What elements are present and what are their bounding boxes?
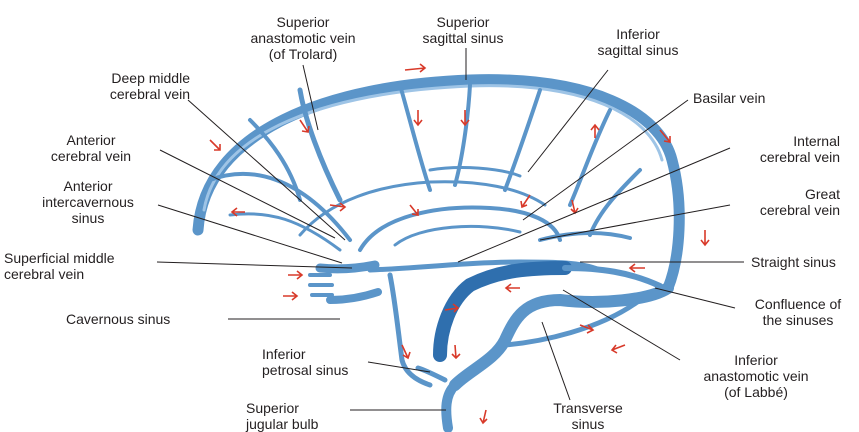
label-superior-jugular-bulb: Superior jugular bulb <box>246 400 346 432</box>
flow-arrow <box>288 271 302 279</box>
label-line: Confluence of <box>738 296 858 312</box>
label-inferior-petrosal-sinus: Inferior petrosal sinus <box>262 346 372 378</box>
label-inferior-anastomotic-vein: Inferior anastomotic vein (of Labbé) <box>686 352 826 400</box>
label-straight-sinus: Straight sinus <box>751 254 856 270</box>
label-line: Deep middle <box>60 70 190 86</box>
label-line: Inferior <box>686 352 826 368</box>
cortical-vein-3 <box>505 90 540 190</box>
internal-cerebral-ring <box>360 207 560 250</box>
flow-arrow <box>630 264 645 272</box>
sigmoid-branch <box>418 368 445 380</box>
label-line: Superficial middle <box>4 250 164 266</box>
flow-arrow <box>506 284 520 292</box>
label-line: cerebral vein <box>720 149 840 165</box>
label-deep-middle-cerebral-vein: Deep middle cerebral vein <box>60 70 190 102</box>
flow-arrow <box>480 410 487 423</box>
label-line: Superior <box>228 14 378 30</box>
label-line: sagittal sinus <box>408 30 518 46</box>
label-line: anastomotic vein <box>228 30 378 46</box>
cavernous-sinus-vessel <box>330 292 378 300</box>
cortical-vein-2 <box>455 85 470 185</box>
label-line: Cavernous sinus <box>66 311 216 327</box>
jugular-bulb-vessel <box>446 385 455 428</box>
label-line: Inferior <box>262 346 372 362</box>
great-cerebral-vessel <box>540 233 630 240</box>
flow-arrow <box>283 292 297 300</box>
label-line: Straight sinus <box>751 254 856 270</box>
leader-line <box>160 150 335 238</box>
label-line: (of Labbé) <box>686 384 826 400</box>
cavernous-branches <box>310 275 332 295</box>
label-confluence-of-sinuses: Confluence of the sinuses <box>738 296 858 328</box>
label-inferior-sagittal-sinus: Inferior sagittal sinus <box>578 26 698 58</box>
label-cavernous-sinus: Cavernous sinus <box>66 311 216 327</box>
cortical-vein-4 <box>570 110 610 205</box>
label-line: Basilar vein <box>693 90 813 106</box>
label-superficial-middle-cerebral-vein: Superficial middle cerebral vein <box>4 250 164 282</box>
label-line: sagittal sinus <box>578 42 698 58</box>
label-line: sinus <box>18 210 158 226</box>
label-line: cerebral vein <box>720 202 840 218</box>
label-line: Anterior <box>18 178 158 194</box>
label-line: the sinuses <box>738 312 858 328</box>
leader-line <box>458 148 730 262</box>
septal-vein <box>430 168 520 176</box>
anterior-cerebral-vessel <box>210 174 350 240</box>
flow-arrow <box>414 110 422 125</box>
label-line: cerebral vein <box>60 86 190 102</box>
label-line: Great <box>720 186 840 202</box>
label-line: anastomotic vein <box>686 368 826 384</box>
label-anterior-cerebral-vein: Anterior cerebral vein <box>26 132 156 164</box>
label-line: Internal <box>720 133 840 149</box>
flow-arrow <box>210 140 220 150</box>
label-basilar-vein: Basilar vein <box>693 90 813 106</box>
inner-ring-inner <box>395 226 520 245</box>
straight-sinus-continuation <box>565 268 660 286</box>
leader-line <box>655 288 735 308</box>
label-line: cerebral vein <box>26 148 156 164</box>
label-superior-sagittal-sinus: Superior sagittal sinus <box>408 14 518 46</box>
label-line: cerebral vein <box>4 266 164 282</box>
label-line: intercavernous <box>18 194 158 210</box>
flow-arrow <box>405 64 425 72</box>
cortical-vein-6 <box>590 170 640 235</box>
cortical-vein-1 <box>400 85 430 190</box>
label-line: sinus <box>538 416 638 432</box>
flow-arrow <box>521 195 530 207</box>
flow-arrow <box>612 345 625 353</box>
flow-arrow <box>571 200 578 213</box>
leader-lines <box>157 48 744 410</box>
flow-arrow <box>452 345 460 358</box>
label-transverse-sinus: Transverse sinus <box>538 400 638 432</box>
label-line: Anterior <box>26 132 156 148</box>
label-internal-cerebral-vein: Internal cerebral vein <box>720 133 840 165</box>
superior-sagittal-sinus-vessel <box>198 80 679 288</box>
label-line: jugular bulb <box>246 416 346 432</box>
label-line: Inferior <box>578 26 698 42</box>
label-line: Superior <box>408 14 518 30</box>
label-line: Transverse <box>538 400 638 416</box>
leader-line <box>540 205 730 240</box>
leader-line <box>188 100 345 240</box>
label-superior-anastomotic-vein: Superior anastomotic vein (of Trolard) <box>228 14 378 62</box>
flow-arrow <box>701 230 709 245</box>
label-line: (of Trolard) <box>228 46 378 62</box>
label-anterior-intercavernous-sinus: Anterior intercavernous sinus <box>18 178 158 226</box>
label-line: petrosal sinus <box>262 362 372 378</box>
label-great-cerebral-vein: Great cerebral vein <box>720 186 840 218</box>
label-line: Superior <box>246 400 346 416</box>
